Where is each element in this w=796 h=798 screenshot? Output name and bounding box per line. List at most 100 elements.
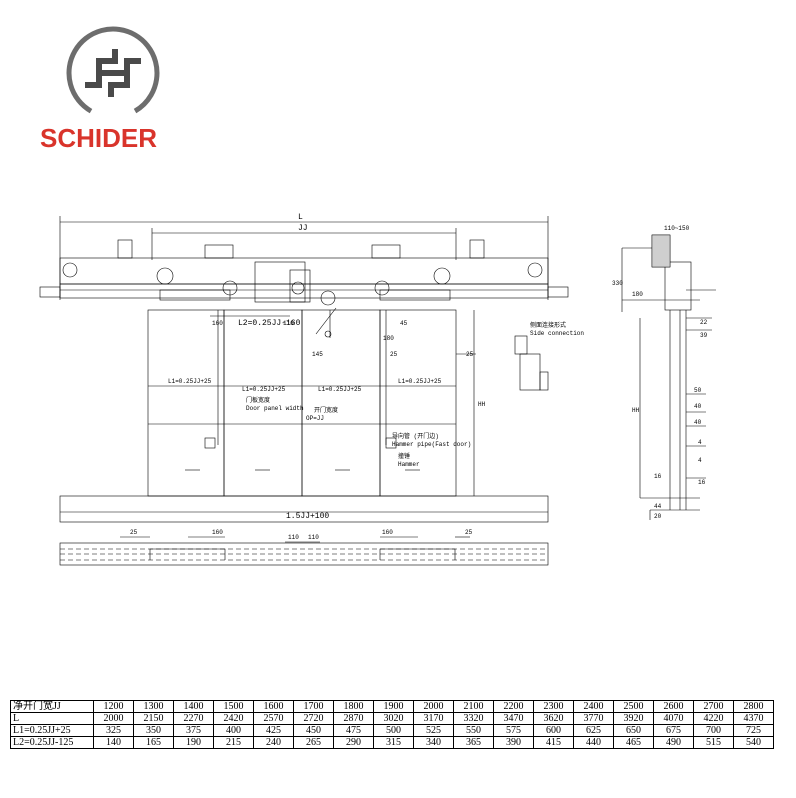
table-cell: 575 — [493, 724, 534, 737]
sill-160-left-label: 160 — [212, 529, 223, 536]
side-44-label: 44 — [654, 503, 662, 510]
dim-L1-left-label: L1=0.25JJ+25 — [168, 378, 212, 385]
table-cell: 2570 — [253, 712, 294, 725]
table-cell: 365 — [453, 736, 494, 749]
door-panel-en-label: Door panel width — [246, 405, 304, 412]
dim-JJ-label: JJ — [298, 224, 308, 233]
table-cell: 700 — [693, 724, 734, 737]
table-cell: 3020 — [373, 712, 414, 725]
table-cell: 2500 — [613, 700, 654, 713]
dim-25-label: 25 — [390, 351, 398, 358]
dim-180-label: 180 — [383, 335, 394, 342]
row-label: L1=0.25JJ+25 — [10, 724, 94, 737]
table-cell: 165 — [133, 736, 174, 749]
table-cell: 325 — [93, 724, 134, 737]
sill-110-right-label: 110 — [308, 534, 319, 541]
table-cell: 475 — [333, 724, 374, 737]
side-50-label: 50 — [694, 387, 702, 394]
door-panel-cn-label: 门板宽度 — [246, 396, 270, 404]
dim-110-label: 110 — [283, 320, 294, 327]
table-cell: 2000 — [413, 700, 454, 713]
table-cell: 400 — [213, 724, 254, 737]
table-cell: 2100 — [453, 700, 494, 713]
table-cell: 1200 — [93, 700, 134, 713]
table-cell: 190 — [173, 736, 214, 749]
op-en-label: OP=JJ — [306, 415, 324, 422]
table-cell: 2400 — [573, 700, 614, 713]
table-cell: 2870 — [333, 712, 374, 725]
table-cell: 4070 — [653, 712, 694, 725]
side-39-label: 39 — [700, 332, 708, 339]
table-cell: 350 — [133, 724, 174, 737]
table-cell: 625 — [573, 724, 614, 737]
side-top-label: 110~150 — [664, 225, 690, 232]
table-cell: 2000 — [93, 712, 134, 725]
dim-25-right-label: 25 — [466, 351, 474, 358]
table-cell: 3770 — [573, 712, 614, 725]
table-cell: 515 — [693, 736, 734, 749]
side-330-label: 330 — [612, 280, 623, 287]
table-cell: 4220 — [693, 712, 734, 725]
row-label: L — [10, 712, 94, 725]
table-cell: 3620 — [533, 712, 574, 725]
table-cell: 3920 — [613, 712, 654, 725]
dim-160-label: 160 — [212, 320, 223, 327]
side-16b-label: 16 — [698, 479, 706, 486]
table-cell: 2300 — [533, 700, 574, 713]
side-16-label: 16 — [654, 473, 662, 480]
sill-25-label: 25 — [130, 529, 138, 536]
brand-logo: SCHIDER — [40, 25, 190, 155]
side-22-label: 22 — [700, 319, 708, 326]
dim-45-label: 45 — [400, 320, 408, 327]
table-cell: 1900 — [373, 700, 414, 713]
table-cell: 2200 — [493, 700, 534, 713]
side-4-label: 4 — [698, 439, 702, 446]
table-cell: 1800 — [333, 700, 374, 713]
dim-L1-inner-left-label: L1=0.25JJ+25 — [242, 386, 286, 393]
table-cell: 390 — [493, 736, 534, 749]
brand-name: SCHIDER — [40, 123, 158, 153]
sill-25-right-label: 25 — [465, 529, 473, 536]
door-operator-drawing: L JJ L2=0.25JJ-160 110 160 45 145 180 25… — [39, 213, 716, 566]
side-180-label: 180 — [632, 291, 643, 298]
table-cell: 4370 — [733, 712, 774, 725]
dim-bottom-label: 1.5JJ+100 — [286, 512, 329, 521]
side-4b-label: 4 — [698, 457, 702, 464]
table-cell: 440 — [573, 736, 614, 749]
table-cell: 1700 — [293, 700, 334, 713]
table-cell: 315 — [373, 736, 414, 749]
table-cell: 265 — [293, 736, 334, 749]
table-cell: 550 — [453, 724, 494, 737]
table-cell: 1500 — [213, 700, 254, 713]
table-cell: 525 — [413, 724, 454, 737]
table-cell: 290 — [333, 736, 374, 749]
table-cell: 540 — [733, 736, 774, 749]
table-cell: 340 — [413, 736, 454, 749]
table-cell: 2150 — [133, 712, 174, 725]
sill-110-left-label: 110 — [288, 534, 299, 541]
table-cell: 1300 — [133, 700, 174, 713]
dim-145-label: 145 — [312, 351, 323, 358]
table-cell: 650 — [613, 724, 654, 737]
table-cell: 1600 — [253, 700, 294, 713]
table-cell: 2270 — [173, 712, 214, 725]
side-conn-en-label: Side connection — [530, 330, 584, 337]
table-cell: 240 — [253, 736, 294, 749]
table-cell: 3170 — [413, 712, 454, 725]
row-label: 净开门宽JJ — [10, 700, 94, 713]
side-20-label: 20 — [654, 513, 662, 520]
side-HH-label: HH — [632, 407, 640, 414]
table-cell: 3470 — [493, 712, 534, 725]
logo-mark-icon — [66, 26, 160, 120]
table-cell: 490 — [653, 736, 694, 749]
table-cell: 1400 — [173, 700, 214, 713]
table-cell: 450 — [293, 724, 334, 737]
dim-HH-label: HH — [478, 401, 486, 408]
table-cell: 375 — [173, 724, 214, 737]
table-cell: 415 — [533, 736, 574, 749]
